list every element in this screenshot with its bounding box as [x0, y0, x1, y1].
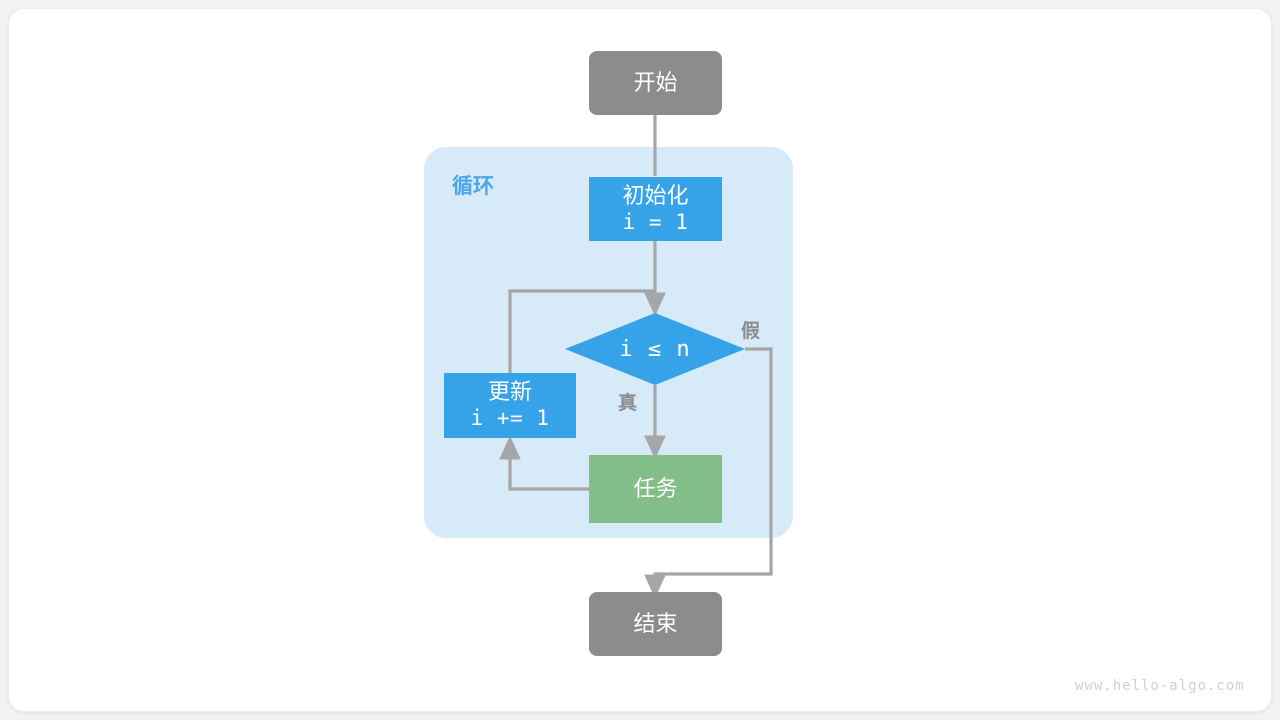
node-init-label: 初始化	[622, 182, 689, 208]
watermark: www.hello-algo.com	[1075, 678, 1245, 694]
diamond-shape	[565, 313, 745, 385]
edge-label-true: 真	[618, 393, 638, 414]
node-update-sublabel: i += 1	[470, 406, 550, 431]
node-init[interactable]: 初始化 i = 1	[589, 177, 722, 241]
node-end[interactable]: 结束	[589, 592, 722, 656]
node-condition[interactable]: i ≤ n	[565, 313, 745, 385]
node-start[interactable]: 开始	[589, 51, 722, 115]
edge-label-false: 假	[741, 321, 761, 342]
node-update-label: 更新	[487, 379, 532, 405]
node-update[interactable]: 更新 i += 1	[444, 373, 576, 438]
node-task-label: 任务	[633, 475, 678, 501]
node-end-label: 结束	[633, 610, 678, 636]
node-condition-label: i ≤ n	[619, 336, 691, 362]
loop-container-label: 循环	[452, 175, 494, 198]
node-task[interactable]: 任务	[589, 455, 722, 523]
node-init-sublabel: i = 1	[622, 209, 689, 234]
node-start-label: 开始	[633, 69, 678, 95]
